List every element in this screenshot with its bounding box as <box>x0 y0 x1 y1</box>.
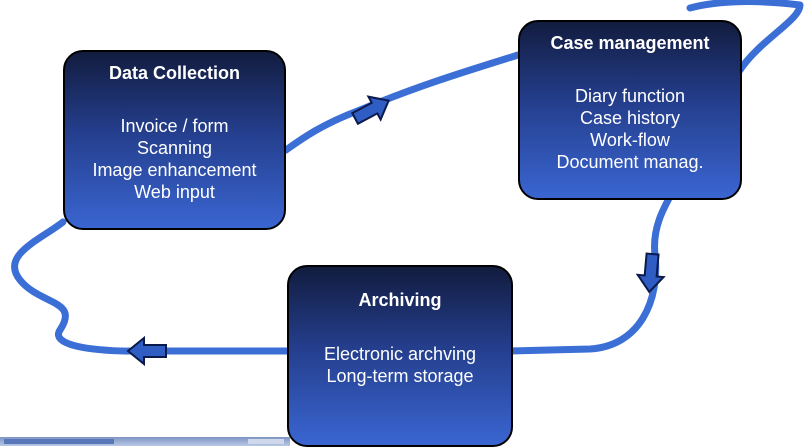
data-collection-item: Image enhancement <box>92 160 257 180</box>
taskbar-tray-fragment <box>248 439 284 444</box>
data-collection-item: Web input <box>134 182 215 202</box>
archiving-item: Long-term storage <box>326 366 474 386</box>
case-management-item: Case history <box>579 108 681 128</box>
arrow-to-data-collection <box>126 335 167 367</box>
archiving-title: Archiving <box>358 290 442 310</box>
arrow-to-case-management <box>350 95 391 126</box>
data-collection-item: Scanning <box>136 138 213 158</box>
arrow-to-archiving <box>635 252 666 294</box>
case-management-item: Document manag. <box>556 152 704 172</box>
case-management-title: Case management <box>550 33 710 53</box>
archiving-item: Electronic archving <box>323 344 477 364</box>
data-collection-items: Invoice / form Scanning Image enhancemen… <box>65 115 284 203</box>
data-collection-item: Invoice / form <box>120 116 229 136</box>
case-management-box: Case management Diary function Case hist… <box>518 20 742 200</box>
taskbar-button-fragment <box>4 439 114 444</box>
case-management-items: Diary function Case history Work-flow Do… <box>520 85 740 173</box>
case-management-item: Diary function <box>574 86 686 106</box>
data-collection-title: Data Collection <box>108 63 241 83</box>
archiving-items: Electronic archving Long-term storage <box>289 343 511 387</box>
archiving-box: Archiving Electronic archving Long-term … <box>287 265 513 447</box>
case-management-item: Work-flow <box>590 130 670 150</box>
data-collection-box: Data Collection Invoice / form Scanning … <box>63 50 286 230</box>
taskbar-fragment <box>0 437 290 446</box>
